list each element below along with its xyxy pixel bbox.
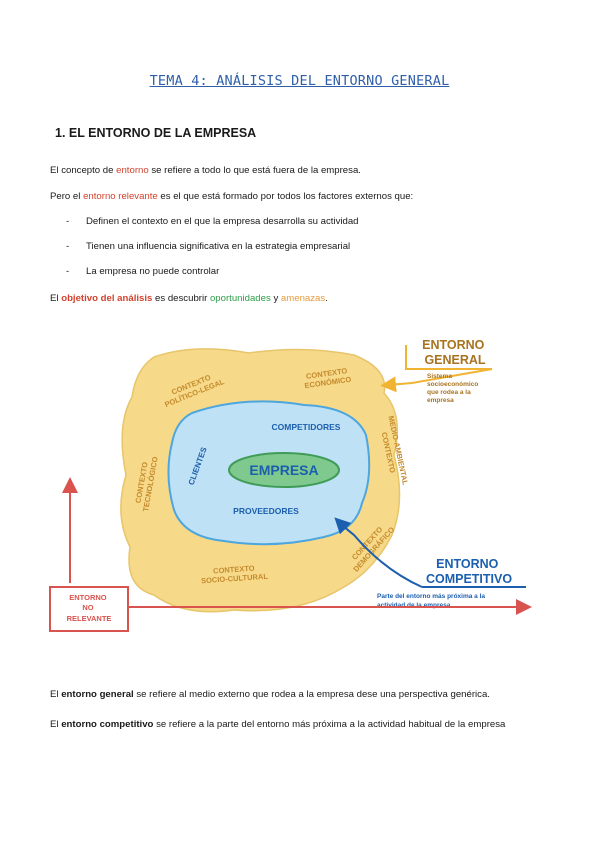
entorno-no-relevante-callout: ENTORNO NO RELEVANTE (49, 477, 532, 632)
entorno-diagram: EMPRESA COMPETIDORES PROVEEDORES CLIENTE… (49, 338, 532, 632)
entorno-competitivo-desc: Parte del entorno más próxima a la activ… (377, 593, 487, 609)
paragraph-entorno-relevante: Pero el entorno relevante es el que está… (50, 191, 414, 202)
entorno-general-callout: ENTORNO GENERAL Sistema socioeconómico q… (380, 338, 493, 404)
entorno-competitivo-callout: ENTORNO COMPETITIVO Parte del entorno má… (334, 517, 526, 609)
empresa-ellipse (228, 452, 340, 488)
paragraph-entorno-general: El entorno general se refiere al medio e… (50, 689, 490, 700)
paragraph-objetivo: El objetivo del análisis es descubrir op… (50, 293, 328, 304)
no-relevante-label: ENTORNO NO RELEVANTE (67, 593, 112, 623)
empresa-label: EMPRESA (249, 462, 318, 478)
list-item: -Tienen una influencia significativa en … (66, 241, 351, 252)
competidores-label: COMPETIDORES (272, 422, 341, 432)
proveedores-label: PROVEEDORES (233, 506, 299, 516)
page-title: TEMA 4: ANÁLISIS DEL ENTORNO GENERAL (149, 73, 450, 89)
list-item: -Definen el contexto en el que la empres… (66, 216, 359, 227)
section-heading: 1. EL ENTORNO DE LA EMPRESA (55, 126, 257, 140)
list-item: -La empresa no puede controlar (66, 266, 220, 277)
entorno-general-desc: Sistema socioeconómico que rodea a la em… (427, 373, 480, 404)
paragraph-entorno-competitivo: El entorno competitivo se refiere a la p… (50, 719, 506, 730)
entorno-competitivo-label: ENTORNO COMPETITIVO (426, 557, 512, 586)
no-relevante-box (49, 586, 129, 632)
entorno-general-label: ENTORNO GENERAL (422, 338, 488, 367)
paragraph-entorno: El concepto de entorno se refiere a todo… (50, 165, 361, 176)
